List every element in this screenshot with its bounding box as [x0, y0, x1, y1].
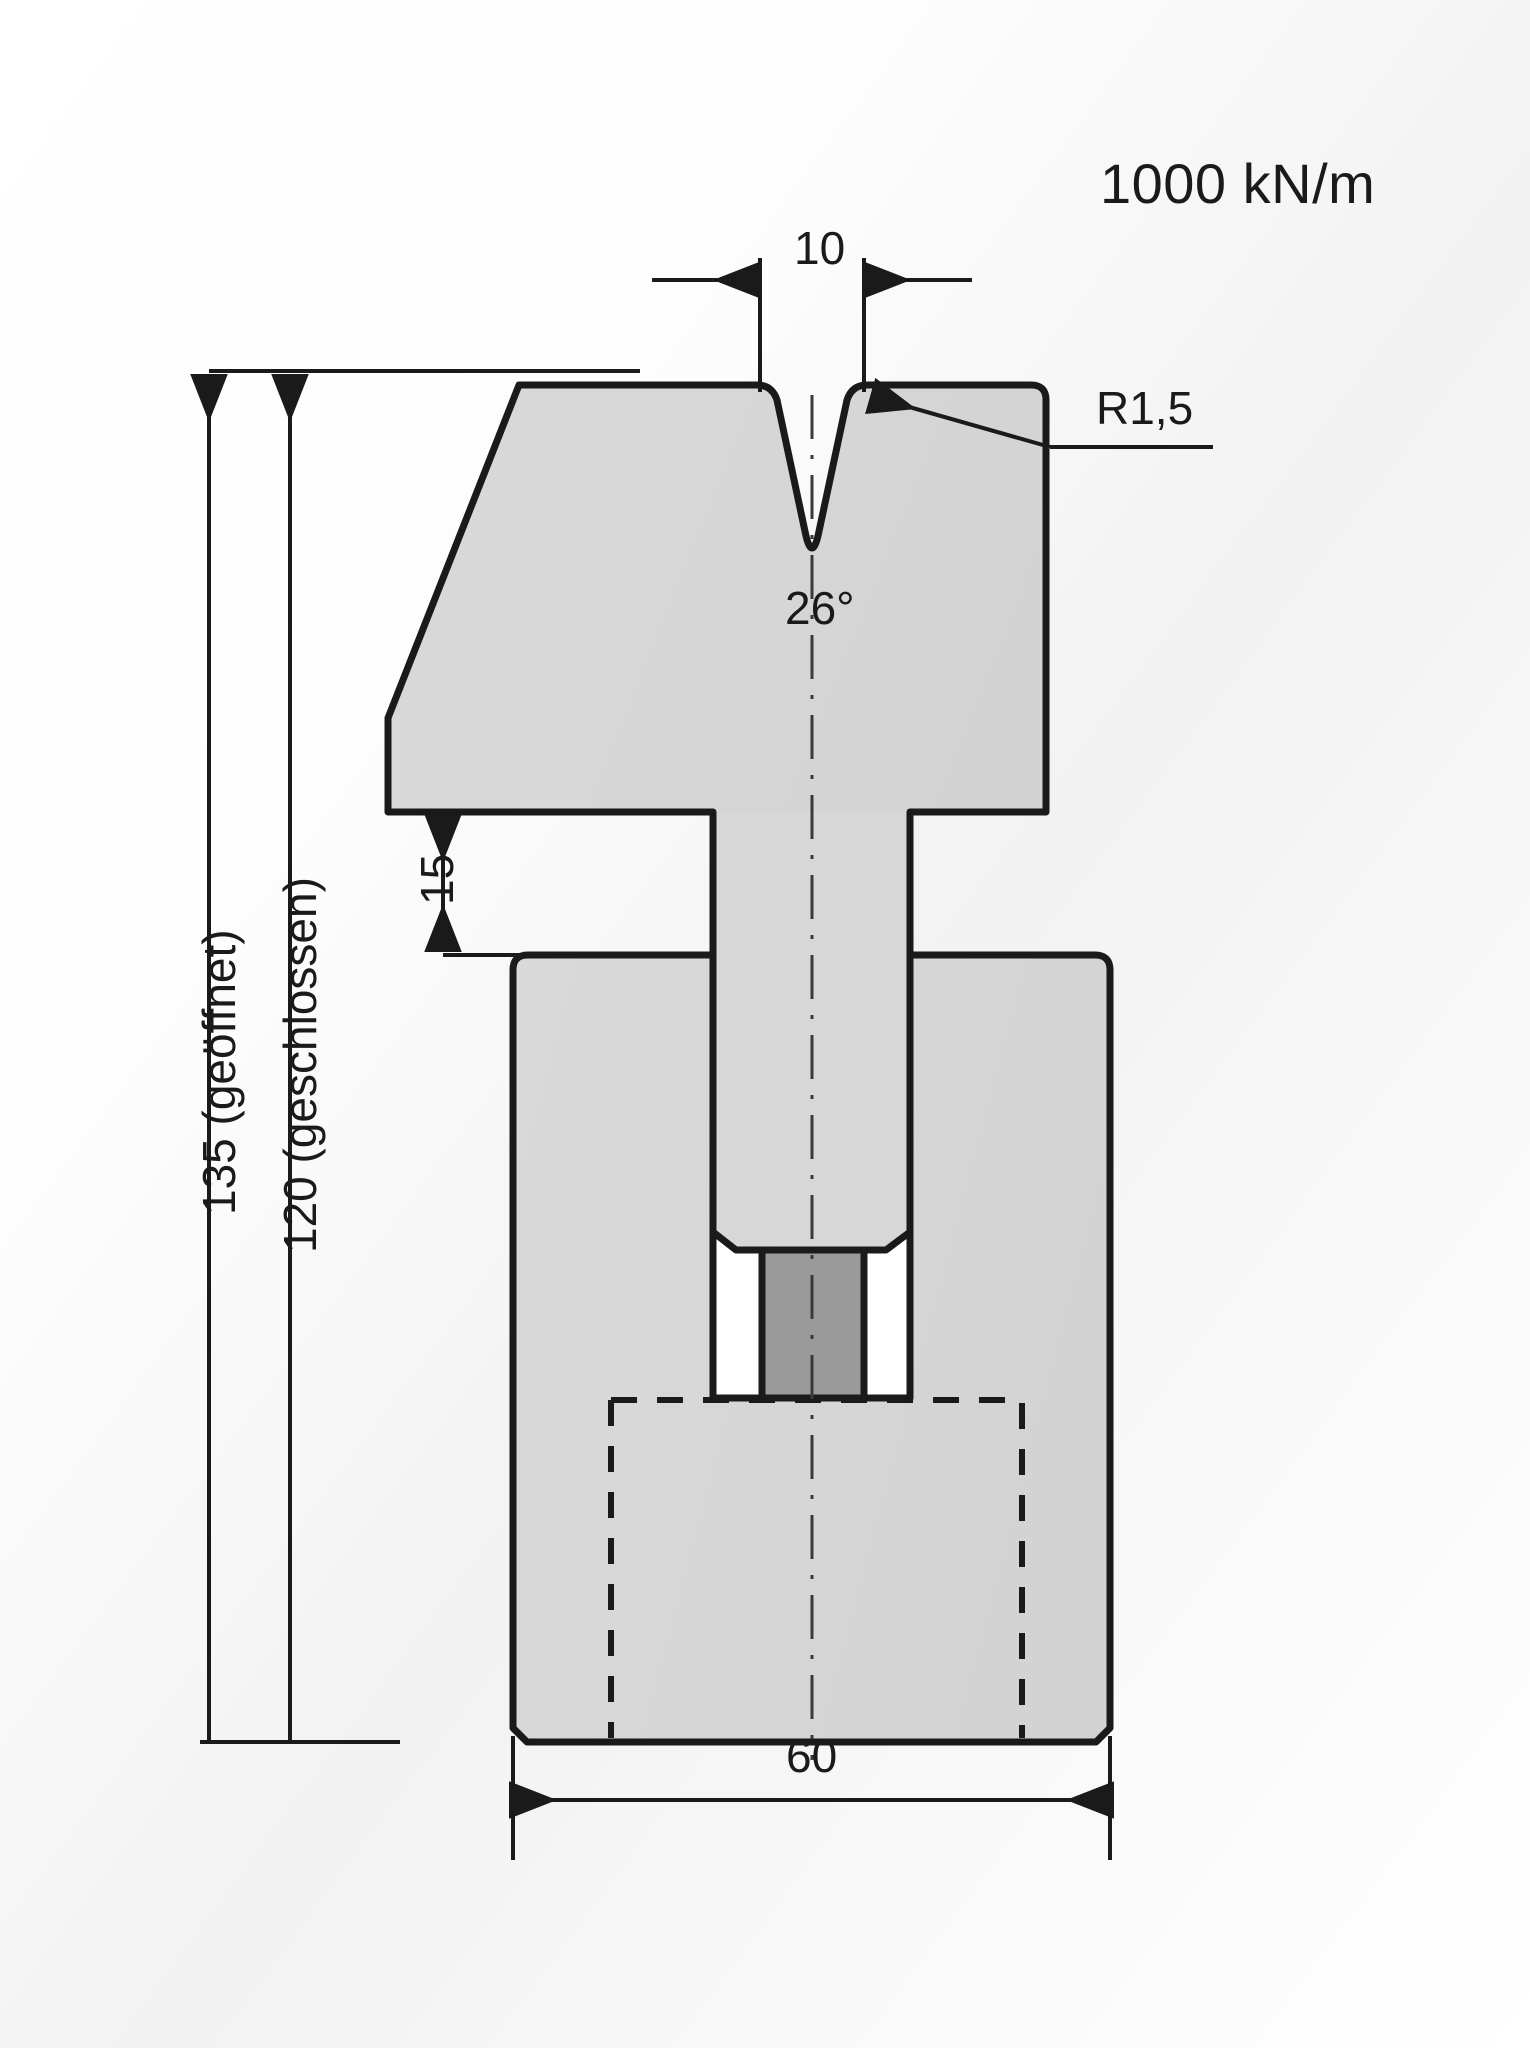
force-rating-label: 1000 kN/m	[1100, 152, 1376, 215]
height-closed-label: 120 (geschlossen)	[274, 877, 326, 1253]
leader-radius	[865, 377, 1213, 449]
v-opening-dimension-label: 10	[794, 222, 846, 274]
hidden-edge-dashed	[608, 1397, 1025, 1738]
height-open-label: 135 (geöffnet)	[193, 929, 245, 1215]
radius-label: R1,5	[1096, 382, 1194, 434]
dimension-v-opening	[652, 258, 972, 392]
base-width-label: 60	[786, 1730, 838, 1782]
dimension-height-open	[190, 369, 640, 1744]
step-dimension-label: 15	[411, 853, 463, 905]
dimension-base-width	[509, 1736, 1114, 1860]
v-angle-label: 26°	[785, 582, 855, 634]
dimension-step	[424, 810, 520, 957]
dimension-height-closed	[271, 374, 400, 1744]
